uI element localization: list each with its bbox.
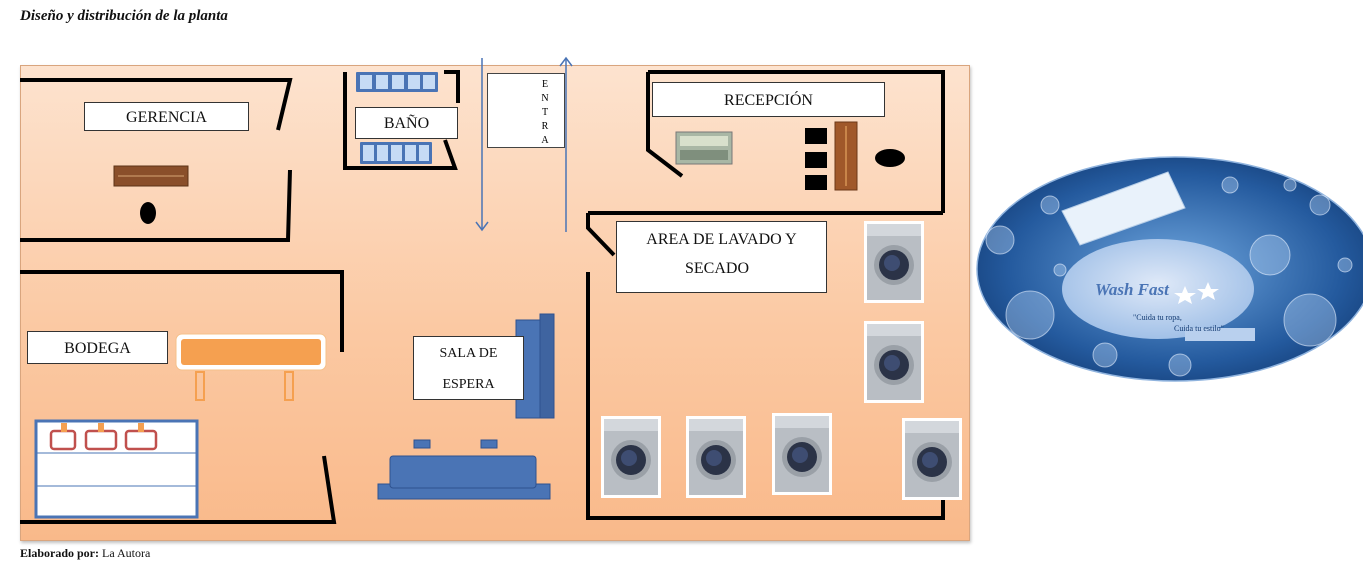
storage-shelf [175,333,327,401]
bathroom-fixtures [356,72,438,164]
footer-label: Elaborado por: [20,546,100,560]
footer-author: La Autora [102,546,151,560]
wall-bano-left [343,72,458,170]
wall-gerencia-bottom [20,169,292,242]
wall-gerencia-top [20,78,293,131]
footer: Elaborado por: La Autora [20,546,150,561]
logo-brand: Wash Fast [1095,280,1169,299]
label-area-lavado: AREA DE LAVADO Y SECADO [616,221,827,293]
label-sala-line1: SALA DE [439,346,498,361]
label-bano: BAÑO [355,107,458,139]
label-sala-line2: ESPERA [442,377,495,392]
label-recepcion: RECEPCIÓN [652,82,885,117]
label-area-lavado-line2: SECADO [685,260,750,277]
page-title: Diseño y distribución de la planta [20,8,228,24]
chair [140,202,156,224]
label-area-lavado-line1: AREA DE LAVADO Y [646,231,797,248]
wall-recepcion [648,70,945,213]
storage-rack [34,419,199,519]
label-sala-espera: SALA DE ESPERA [413,336,524,400]
logo-slogan-line1: "Cuida tu ropa, [1133,313,1182,322]
label-bodega: BODEGA [27,331,168,364]
entrada-text: ENTRA [541,79,549,146]
wall-bodega-top [20,270,344,352]
label-entrada: ENTRA [487,73,565,148]
wall-bodega-bottom [20,455,337,524]
wall-lavado-corner [586,213,616,257]
washfast-logo [976,156,1363,382]
wall-bano-right [444,70,460,103]
reception-furniture [675,121,905,191]
wall-recepcion-left [646,72,684,178]
entry-arrows [475,56,573,232]
walls [20,70,945,524]
logo-slogan-line2: Cuida tu estilo" [1174,324,1224,333]
label-gerencia: GERENCIA [84,102,249,131]
